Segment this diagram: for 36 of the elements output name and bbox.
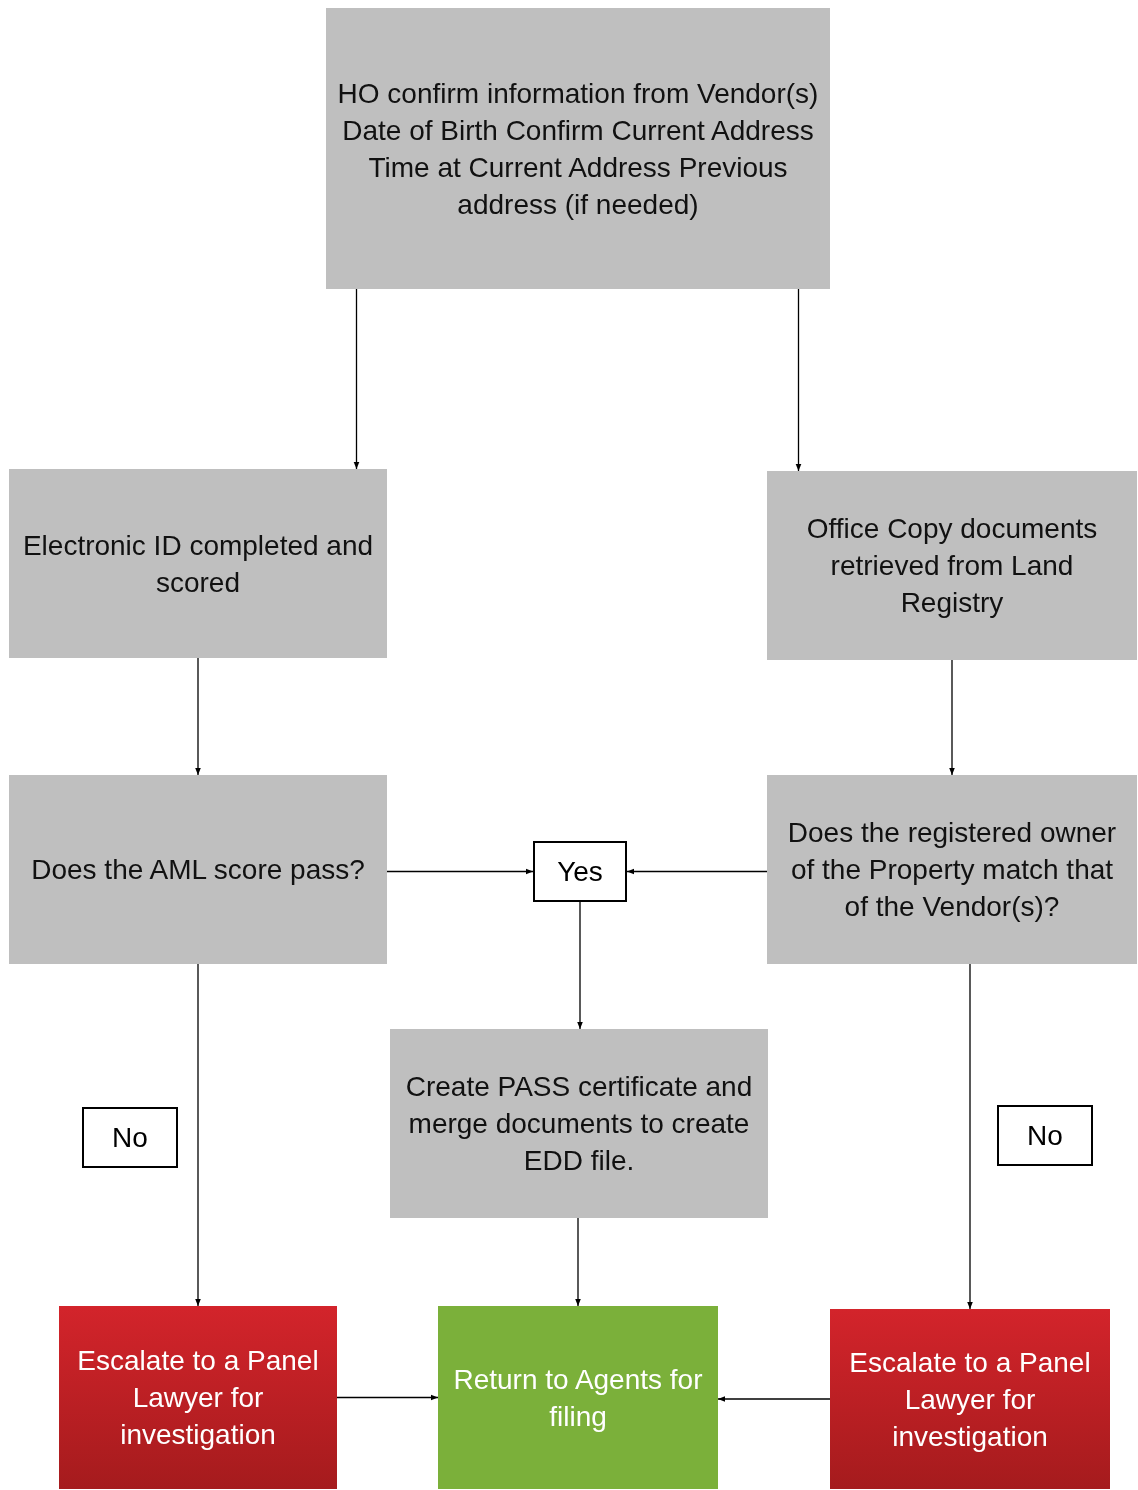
answer-box (82, 1107, 178, 1168)
node-text: No (111, 1121, 149, 1155)
node-text: No (1026, 1119, 1064, 1153)
process-box (9, 775, 387, 964)
node-text: Create PASS certificate and merge documents to create EDD file. (404, 1070, 754, 1178)
arrow (386, 868, 534, 875)
outcome-box (438, 1306, 718, 1489)
node-text: Does the AML score pass? (30, 853, 366, 887)
node-text: Office Copy documents retrieved from Land Registry (805, 512, 1099, 620)
node-text: Escalate to a Panel Lawyer for investigation (76, 1344, 320, 1452)
arrow (575, 1217, 581, 1307)
arrow (336, 1394, 439, 1401)
answer-box (997, 1105, 1093, 1166)
arrow (195, 657, 201, 776)
arrow (353, 288, 360, 470)
node-text: Yes (556, 855, 604, 889)
arrow (949, 659, 955, 776)
process-box (390, 1029, 768, 1218)
arrow (626, 868, 768, 875)
arrow (795, 288, 802, 472)
node-text: HO confirm information from Vendor(s) Date of Birth Confirm Current Address Time at Current Address Previous address (if needed) (336, 76, 820, 222)
escalation-box (59, 1306, 337, 1489)
arrow (195, 963, 201, 1307)
process-box (9, 469, 387, 658)
arrow (967, 963, 973, 1310)
arrow (717, 1396, 831, 1402)
process-box (767, 471, 1137, 660)
answer-box (533, 841, 627, 902)
escalation-box (830, 1309, 1110, 1489)
node-text: Escalate to a Panel Lawyer for investigation (848, 1345, 1092, 1454)
process-box (326, 8, 830, 289)
node-text: Does the registered owner of the Property match that of the Vendor(s)? (786, 816, 1118, 924)
node-text: Electronic ID completed and scored (21, 528, 375, 600)
process-box (767, 775, 1137, 964)
node-text: Return to Agents for filing (452, 1362, 704, 1434)
arrow (577, 901, 583, 1030)
